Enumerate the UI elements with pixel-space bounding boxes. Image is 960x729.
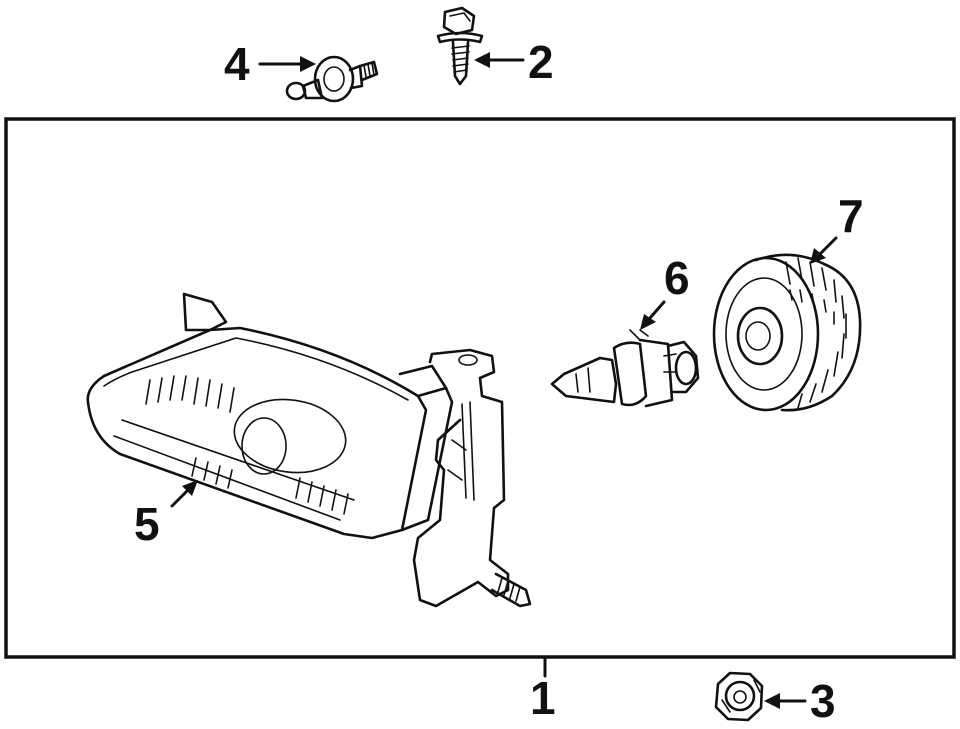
callout-7: 7 [838, 190, 864, 242]
callout-4: 4 [224, 38, 250, 90]
part-6-halogen-bulb [550, 329, 700, 408]
part-2-screw [436, 6, 484, 86]
part-7-bulb-cover [712, 253, 862, 412]
callout-6: 6 [664, 252, 690, 304]
leader-6 [648, 300, 666, 320]
part-3-nut [714, 671, 764, 722]
leader-arrows [170, 52, 838, 709]
assembly-frame [4, 117, 956, 659]
callout-5: 5 [134, 498, 160, 550]
callout-2: 2 [528, 36, 554, 88]
part-5-headlamp-assembly [86, 292, 532, 608]
part-4-socket-bulb [285, 55, 379, 103]
callout-3: 3 [810, 675, 836, 727]
leader-7 [818, 236, 838, 256]
leader-5 [170, 488, 190, 508]
callout-1: 1 [530, 672, 556, 724]
